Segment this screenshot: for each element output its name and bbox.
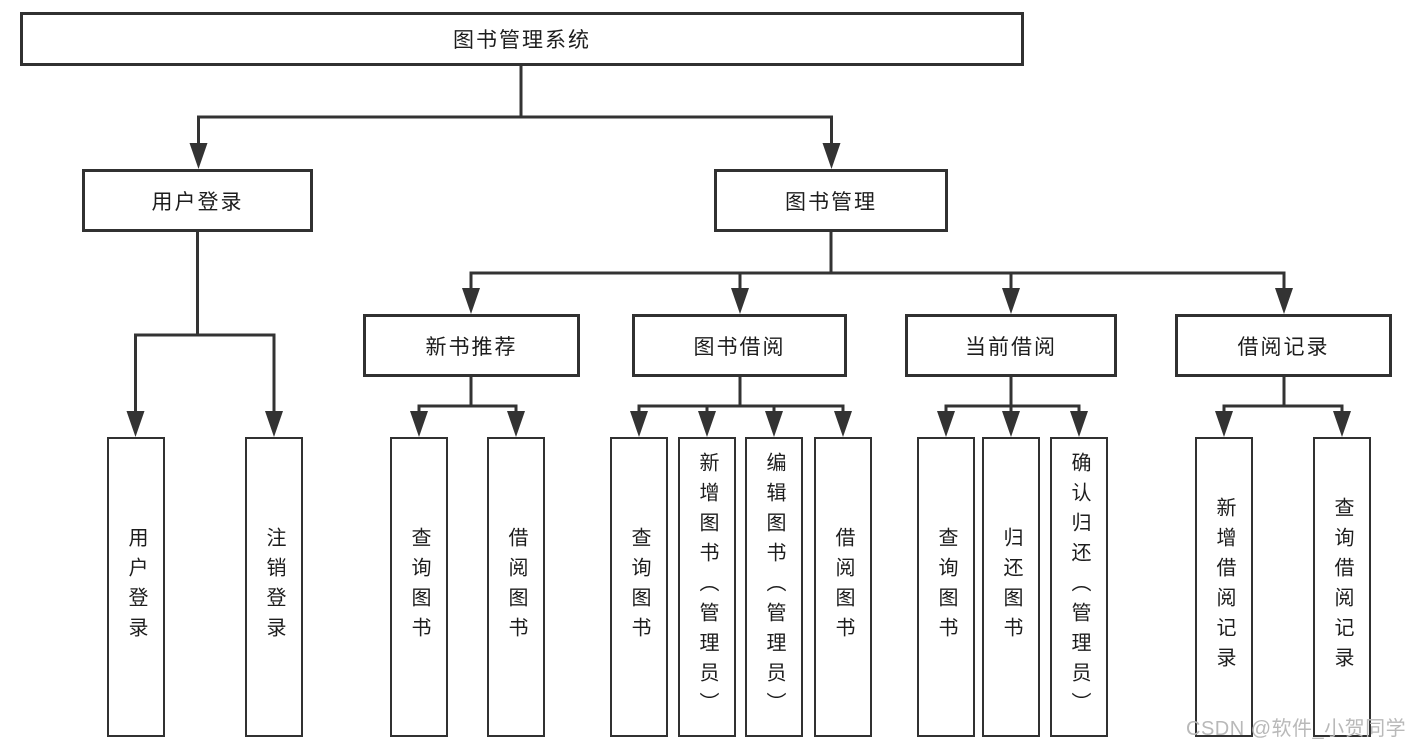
node-book-borrowing: 图书借阅 (632, 314, 847, 377)
leaf-borrowing-add-books-admin: 新增图书（管理员） (678, 437, 736, 737)
leaf-current-confirm-return-admin: 确认归还（管理员） (1050, 437, 1108, 737)
leaf-logout: 注销登录 (245, 437, 303, 737)
leaf-borrowing-query-books: 查询图书 (610, 437, 668, 737)
leaf-recommend-query-books: 查询图书 (390, 437, 448, 737)
node-new-book-recommendation: 新书推荐 (363, 314, 580, 377)
leaf-borrowing-borrow-books: 借阅图书 (814, 437, 872, 737)
leaf-current-query-books: 查询图书 (917, 437, 975, 737)
node-library-management-system: 图书管理系统 (20, 12, 1024, 66)
leaf-recommend-borrow-books: 借阅图书 (487, 437, 545, 737)
node-user-login: 用户登录 (82, 169, 313, 232)
leaf-records-add-record: 新增借阅记录 (1195, 437, 1253, 737)
node-current-borrowing: 当前借阅 (905, 314, 1117, 377)
node-book-management: 图书管理 (714, 169, 948, 232)
node-borrowing-records: 借阅记录 (1175, 314, 1392, 377)
leaf-borrowing-edit-books-admin: 编辑图书（管理员） (745, 437, 803, 737)
leaf-records-query-record: 查询借阅记录 (1313, 437, 1371, 737)
leaf-user-login: 用户登录 (107, 437, 165, 737)
leaf-current-return-books: 归还图书 (982, 437, 1040, 737)
